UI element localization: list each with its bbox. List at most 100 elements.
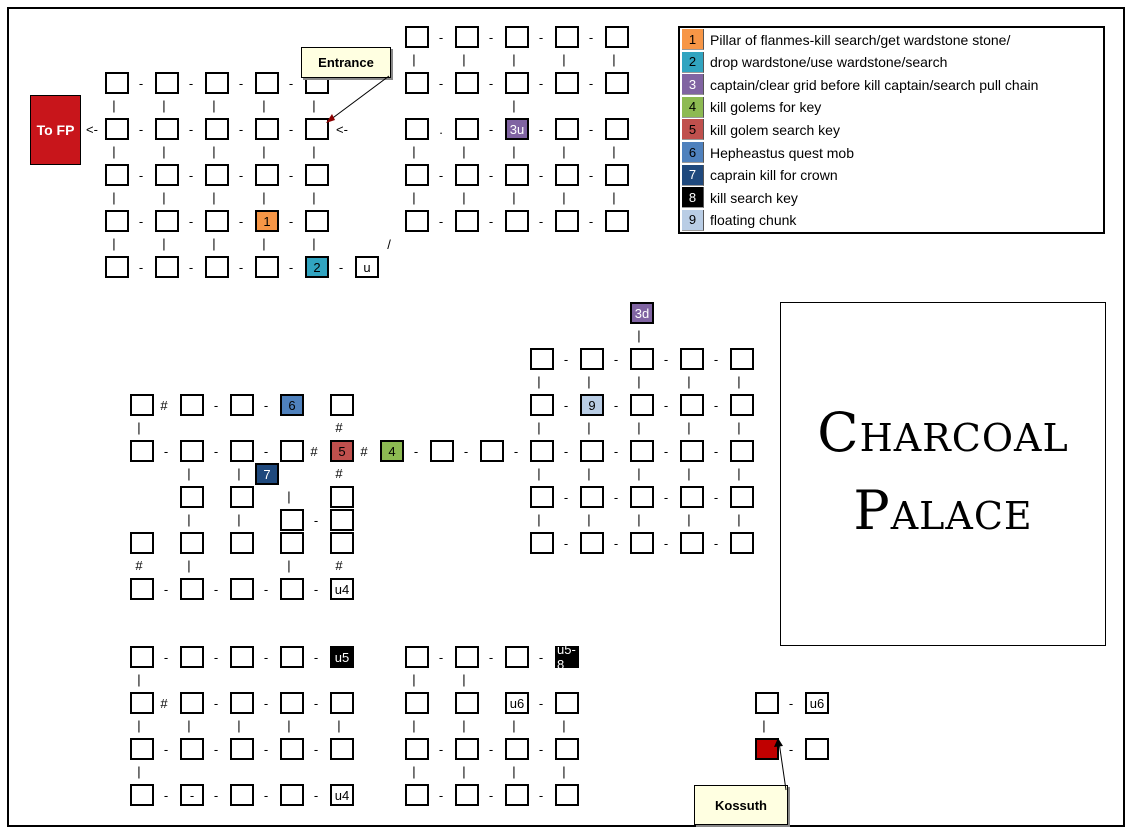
map-room[interactable] <box>555 738 579 760</box>
map-room[interactable] <box>330 394 354 416</box>
map-room[interactable] <box>455 646 479 668</box>
map-room[interactable] <box>230 486 254 508</box>
map-room[interactable] <box>555 118 579 140</box>
map-room[interactable] <box>305 118 329 140</box>
map-room[interactable] <box>455 784 479 806</box>
room-u58[interactable]: u5-8 <box>555 642 579 672</box>
map-room[interactable] <box>605 210 629 232</box>
map-room[interactable] <box>605 26 629 48</box>
map-room[interactable] <box>505 784 529 806</box>
map-room[interactable] <box>180 486 204 508</box>
map-room[interactable] <box>405 784 429 806</box>
map-room[interactable] <box>530 394 554 416</box>
map-room[interactable] <box>405 692 429 714</box>
map-room[interactable] <box>580 486 604 508</box>
map-room[interactable] <box>105 256 129 278</box>
map-room[interactable] <box>505 26 529 48</box>
map-room[interactable] <box>730 394 754 416</box>
room-7[interactable]: 7 <box>255 463 279 485</box>
map-room[interactable] <box>130 784 154 806</box>
map-room[interactable] <box>255 72 279 94</box>
map-room[interactable] <box>280 509 304 531</box>
map-room[interactable] <box>630 440 654 462</box>
map-room[interactable] <box>230 532 254 554</box>
map-room[interactable] <box>305 210 329 232</box>
map-room[interactable] <box>105 72 129 94</box>
room-9[interactable]: 9 <box>580 394 604 416</box>
map-room[interactable] <box>455 210 479 232</box>
map-room[interactable] <box>455 26 479 48</box>
map-room[interactable] <box>455 692 479 714</box>
room-u[interactable]: u <box>355 256 379 278</box>
map-room[interactable] <box>730 440 754 462</box>
map-room[interactable] <box>580 348 604 370</box>
room-3d[interactable]: 3d <box>630 302 654 324</box>
map-room[interactable] <box>530 440 554 462</box>
map-room[interactable] <box>105 210 129 232</box>
map-room[interactable] <box>255 118 279 140</box>
map-room[interactable] <box>280 646 304 668</box>
map-room[interactable] <box>155 72 179 94</box>
map-room[interactable] <box>755 692 779 714</box>
map-room[interactable] <box>230 646 254 668</box>
map-room[interactable] <box>680 486 704 508</box>
map-room[interactable] <box>205 164 229 186</box>
map-room[interactable] <box>530 532 554 554</box>
map-room[interactable] <box>230 578 254 600</box>
map-room[interactable] <box>230 738 254 760</box>
map-room[interactable] <box>155 256 179 278</box>
map-room[interactable] <box>280 578 304 600</box>
map-room[interactable] <box>305 164 329 186</box>
map-room[interactable] <box>155 118 179 140</box>
map-room[interactable] <box>630 348 654 370</box>
map-room[interactable] <box>130 440 154 462</box>
map-room[interactable] <box>505 164 529 186</box>
map-room[interactable] <box>230 784 254 806</box>
map-room[interactable] <box>205 118 229 140</box>
map-room[interactable] <box>180 578 204 600</box>
map-room[interactable] <box>205 256 229 278</box>
room-1[interactable]: 1 <box>255 210 279 232</box>
map-room[interactable] <box>405 210 429 232</box>
map-room[interactable] <box>280 738 304 760</box>
map-room[interactable] <box>455 164 479 186</box>
map-room[interactable] <box>130 738 154 760</box>
map-room[interactable] <box>555 164 579 186</box>
map-room[interactable] <box>330 532 354 554</box>
map-room[interactable] <box>330 509 354 531</box>
map-room[interactable] <box>805 738 829 760</box>
map-room[interactable] <box>205 72 229 94</box>
map-room[interactable] <box>280 532 304 554</box>
room-5[interactable]: 5 <box>330 440 354 462</box>
map-room[interactable] <box>280 692 304 714</box>
map-room[interactable] <box>605 72 629 94</box>
map-room[interactable] <box>155 164 179 186</box>
map-room[interactable] <box>730 532 754 554</box>
map-room[interactable] <box>680 440 704 462</box>
map-room[interactable] <box>630 532 654 554</box>
room-[interactable]: - <box>180 784 204 806</box>
map-room[interactable] <box>405 646 429 668</box>
map-room[interactable] <box>180 440 204 462</box>
map-room[interactable] <box>180 646 204 668</box>
map-room[interactable] <box>730 348 754 370</box>
room-u4[interactable]: u4 <box>330 784 354 806</box>
map-room[interactable] <box>555 784 579 806</box>
map-room[interactable] <box>405 164 429 186</box>
map-room[interactable] <box>555 210 579 232</box>
map-room[interactable] <box>105 118 129 140</box>
map-room[interactable] <box>130 532 154 554</box>
map-room[interactable] <box>755 738 779 760</box>
map-room[interactable] <box>155 210 179 232</box>
map-room[interactable] <box>580 440 604 462</box>
map-room[interactable] <box>330 738 354 760</box>
room-4[interactable]: 4 <box>380 440 404 462</box>
map-room[interactable] <box>505 738 529 760</box>
map-room[interactable] <box>555 72 579 94</box>
to-fp-exit[interactable]: To FP <box>30 95 81 165</box>
room-u6[interactable]: u6 <box>805 692 829 714</box>
map-room[interactable] <box>180 394 204 416</box>
map-room[interactable] <box>730 486 754 508</box>
map-room[interactable] <box>480 440 504 462</box>
map-room[interactable] <box>255 164 279 186</box>
